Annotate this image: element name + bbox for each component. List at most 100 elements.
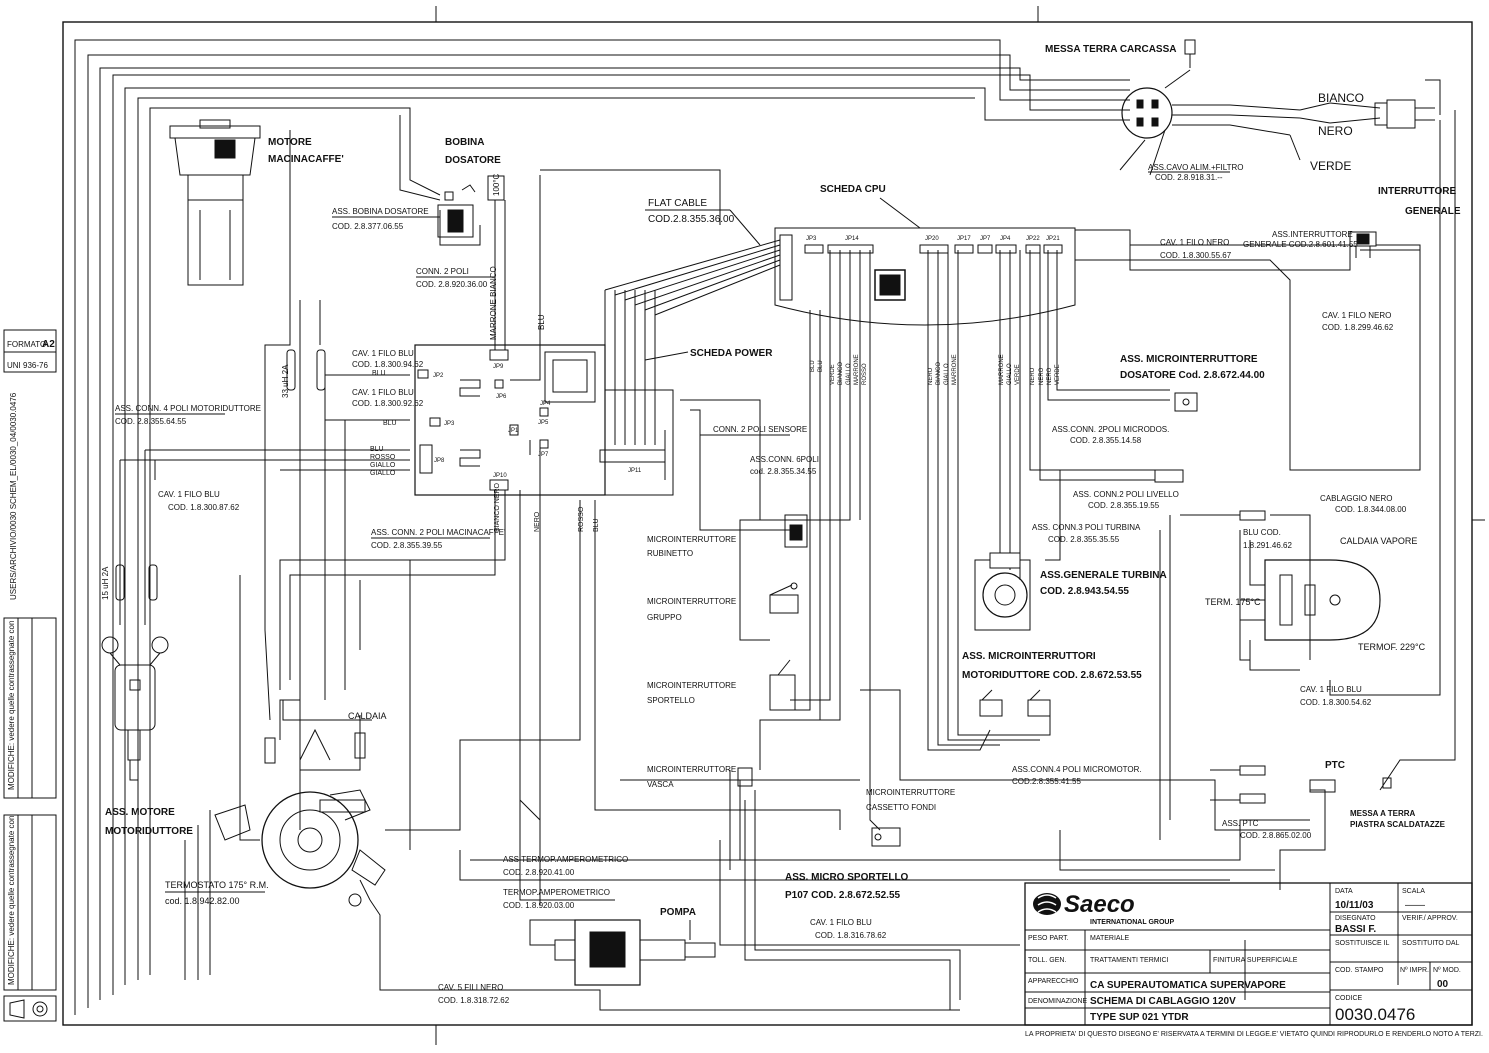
steam-boiler-icon: [1264, 559, 1381, 641]
saeco-logo: Saeco INTERNATIONAL GROUP: [1033, 891, 1174, 926]
wire-blu-jp8: BLU: [370, 446, 384, 453]
level-sensor-icon: [1154, 469, 1184, 483]
denominazione-label: DENOMINAZIONE: [1028, 998, 1087, 1005]
micro-sportello-2: SPORTELLO: [647, 696, 695, 705]
micro-vasca-2: VASCA: [647, 780, 674, 789]
cav-filo-blu-4-label: CAV. 1 FILO BLU: [1300, 685, 1362, 694]
ass-micro-motorid-1: ASS. MICROINTERRUTTORI: [962, 651, 1096, 662]
wire-label: NERO: [1030, 367, 1036, 385]
ass-bobina-code: COD. 2.8.377.06.55: [332, 222, 404, 231]
ass-interruttore-code: GENERALE COD.2.8.601.41.55: [1243, 240, 1358, 249]
wire-blu-2: BLU: [593, 518, 600, 532]
nr-mod-label: Nº MOD.: [1433, 967, 1461, 974]
wire-label: BLU: [818, 360, 824, 372]
data-label: DATA: [1335, 888, 1353, 895]
termof-229-label: TERMOF. 229°C: [1358, 642, 1426, 652]
wire-marrone-bianco: MARRONE BIANCO: [489, 266, 498, 340]
ass-conn-2-macina-code: COD. 2.8.355.39.55: [371, 541, 443, 550]
micro-rubinetto-2: RUBINETTO: [647, 549, 693, 558]
cpu-jp14-label: JP14: [845, 236, 859, 242]
cav-filo-nero-2-label: CAV. 1 FILO NERO: [1322, 311, 1391, 320]
ass-motore-2: MOTORIDUTTORE: [105, 826, 193, 837]
cpu-jp21-label: JP21: [1046, 236, 1060, 242]
wire-nero-3: NERO: [534, 511, 541, 532]
codice-value: 0030.0476: [1335, 1005, 1415, 1024]
footer-notice: LA PROPRIETA' DI QUESTO DISEGNO E' RISER…: [1025, 1031, 1483, 1038]
micro-sportello-icon: [769, 659, 796, 711]
format-value: A2: [42, 339, 55, 350]
scheda-power-label: SCHEDA POWER: [690, 348, 773, 359]
wire-label: BLU: [810, 360, 816, 372]
jp5-label: JP5: [538, 420, 549, 426]
grinder-motor-icon: [169, 119, 261, 286]
brand-sub: INTERNATIONAL GROUP: [1090, 919, 1174, 926]
cpu-jp20-label: JP20: [925, 236, 939, 242]
cav-filo-nero-1-code: COD. 1.8.300.55.67: [1160, 251, 1232, 260]
wire-label: NERO: [1039, 367, 1045, 385]
ass-termop-1: ASS.TERMOP.AMPEROMETRICO: [503, 855, 628, 864]
termostato-code: cod. 1.8.942.82.00: [165, 896, 240, 906]
cav-filo-blu-5-code: COD. 1.8.316.78.62: [815, 931, 887, 940]
termop-2-code: COD. 1.8.920.03.00: [503, 901, 575, 910]
apparecchio-label: APPARECCHIO: [1028, 978, 1079, 985]
pump-icon: [554, 919, 716, 986]
termostato-label: TERMOSTATO 175° R.M.: [165, 880, 269, 890]
micro-cassetto-1: MICROINTERRUTTORE: [866, 788, 955, 797]
ptc-label: PTC: [1325, 760, 1345, 771]
ptc-connector-icon: [1239, 765, 1392, 804]
wire-label: BIANCO: [838, 362, 844, 385]
trattamenti-label: TRATTAMENTI TERMICI: [1090, 957, 1169, 964]
nr-mod-value: 00: [1437, 979, 1449, 990]
cav-filo-blu-4-code: COD. 1.8.300.54.62: [1300, 698, 1372, 707]
type-value: TYPE SUP 021 YTDR: [1090, 1012, 1189, 1023]
motore-label-2: MACINACAFFE': [268, 154, 344, 165]
brand-name: Saeco: [1064, 891, 1135, 918]
jp11-label: JP11: [628, 468, 642, 474]
verde-label: VERDE: [1310, 159, 1351, 173]
jp6-label: JP6: [496, 394, 507, 400]
interruttore-label-2: GENERALE: [1405, 206, 1461, 217]
scala-value: ——: [1405, 900, 1425, 911]
cablaggio-nero-label: CABLAGGIO NERO: [1320, 494, 1392, 503]
ass-interruttore-label: ASS.INTERRUTTORE: [1272, 230, 1353, 239]
cav-filo-blu-2-label: CAV. 1 FILO BLU: [352, 388, 414, 397]
wire-label: GIALLO: [944, 363, 950, 385]
boiler-icon: [214, 700, 386, 907]
jp9-label: JP9: [493, 364, 504, 370]
ass-micro-dosatore-2: DOSATORE Cod. 2.8.672.44.00: [1120, 370, 1265, 381]
data-value: 10/11/03: [1335, 900, 1374, 911]
ass-micro-motorid-2: MOTORIDUTTORE COD. 2.8.672.53.55: [962, 670, 1142, 681]
wire-label: VERDE: [1055, 364, 1061, 385]
cav-filo-blu-5-label: CAV. 1 FILO BLU: [810, 918, 872, 927]
cpu-jp7-label: JP7: [980, 236, 991, 242]
micro-motoriduttore-icon: [979, 689, 1051, 717]
ass-micro-dosatore-1: ASS. MICROINTERRUTTORE: [1120, 354, 1258, 365]
cpu-board: [774, 227, 1076, 326]
caldaia-label: CALDAIA: [348, 711, 387, 721]
earth-clip-icon: [1184, 39, 1196, 68]
modifiche-note-2: MODIFICHE: vedere quelle contrassegnate …: [7, 816, 16, 985]
ass-turbina-2: COD. 2.8.943.54.55: [1040, 586, 1129, 597]
modifiche-note-1: MODIFICHE: vedere quelle contrassegnate …: [7, 621, 16, 790]
ass-cavo-alim-code: COD. 2.8.918.31.--: [1155, 173, 1223, 182]
ass-motore-1: ASS. MOTORE: [105, 807, 175, 818]
wire-giallo-2: GIALLO: [370, 470, 396, 477]
wire-label: MARRONE: [999, 354, 1005, 385]
ass-termop-1-code: COD. 2.8.920.41.00: [503, 868, 575, 877]
micro-dosatore-icon: [1174, 392, 1198, 412]
jp7-label: JP7: [538, 452, 549, 458]
wire-label: MARRONE: [854, 354, 860, 385]
power-board: [414, 344, 674, 496]
sostituisce-label: SOSTITUISCE IL: [1335, 940, 1390, 947]
verif-label: VERIF./ APPROV.: [1402, 915, 1458, 922]
micro-rubinetto-1: MICROINTERRUTTORE: [647, 535, 736, 544]
cod-stampo-label: COD. STAMPO: [1335, 967, 1384, 974]
cpu-wire-labels: BLU BLU VERDE BIANCO GIALLO MARRONE ROSS…: [810, 354, 1061, 385]
inductor-15uh-icon: [115, 564, 158, 601]
jp4-label: JP4: [540, 401, 551, 407]
ass-conn-livello-label: ASS. CONN.2 POLI LIVELLO: [1073, 490, 1179, 499]
ass-conn-4-poli-label: ASS. CONN. 4 POLI MOTORIDUTTORE: [115, 404, 261, 413]
wire-label: VERDE: [830, 364, 836, 385]
nr-impr-label: Nº IMPR.: [1400, 967, 1429, 974]
conn-2-poli-code: COD. 2.8.920.36.00: [416, 280, 488, 289]
